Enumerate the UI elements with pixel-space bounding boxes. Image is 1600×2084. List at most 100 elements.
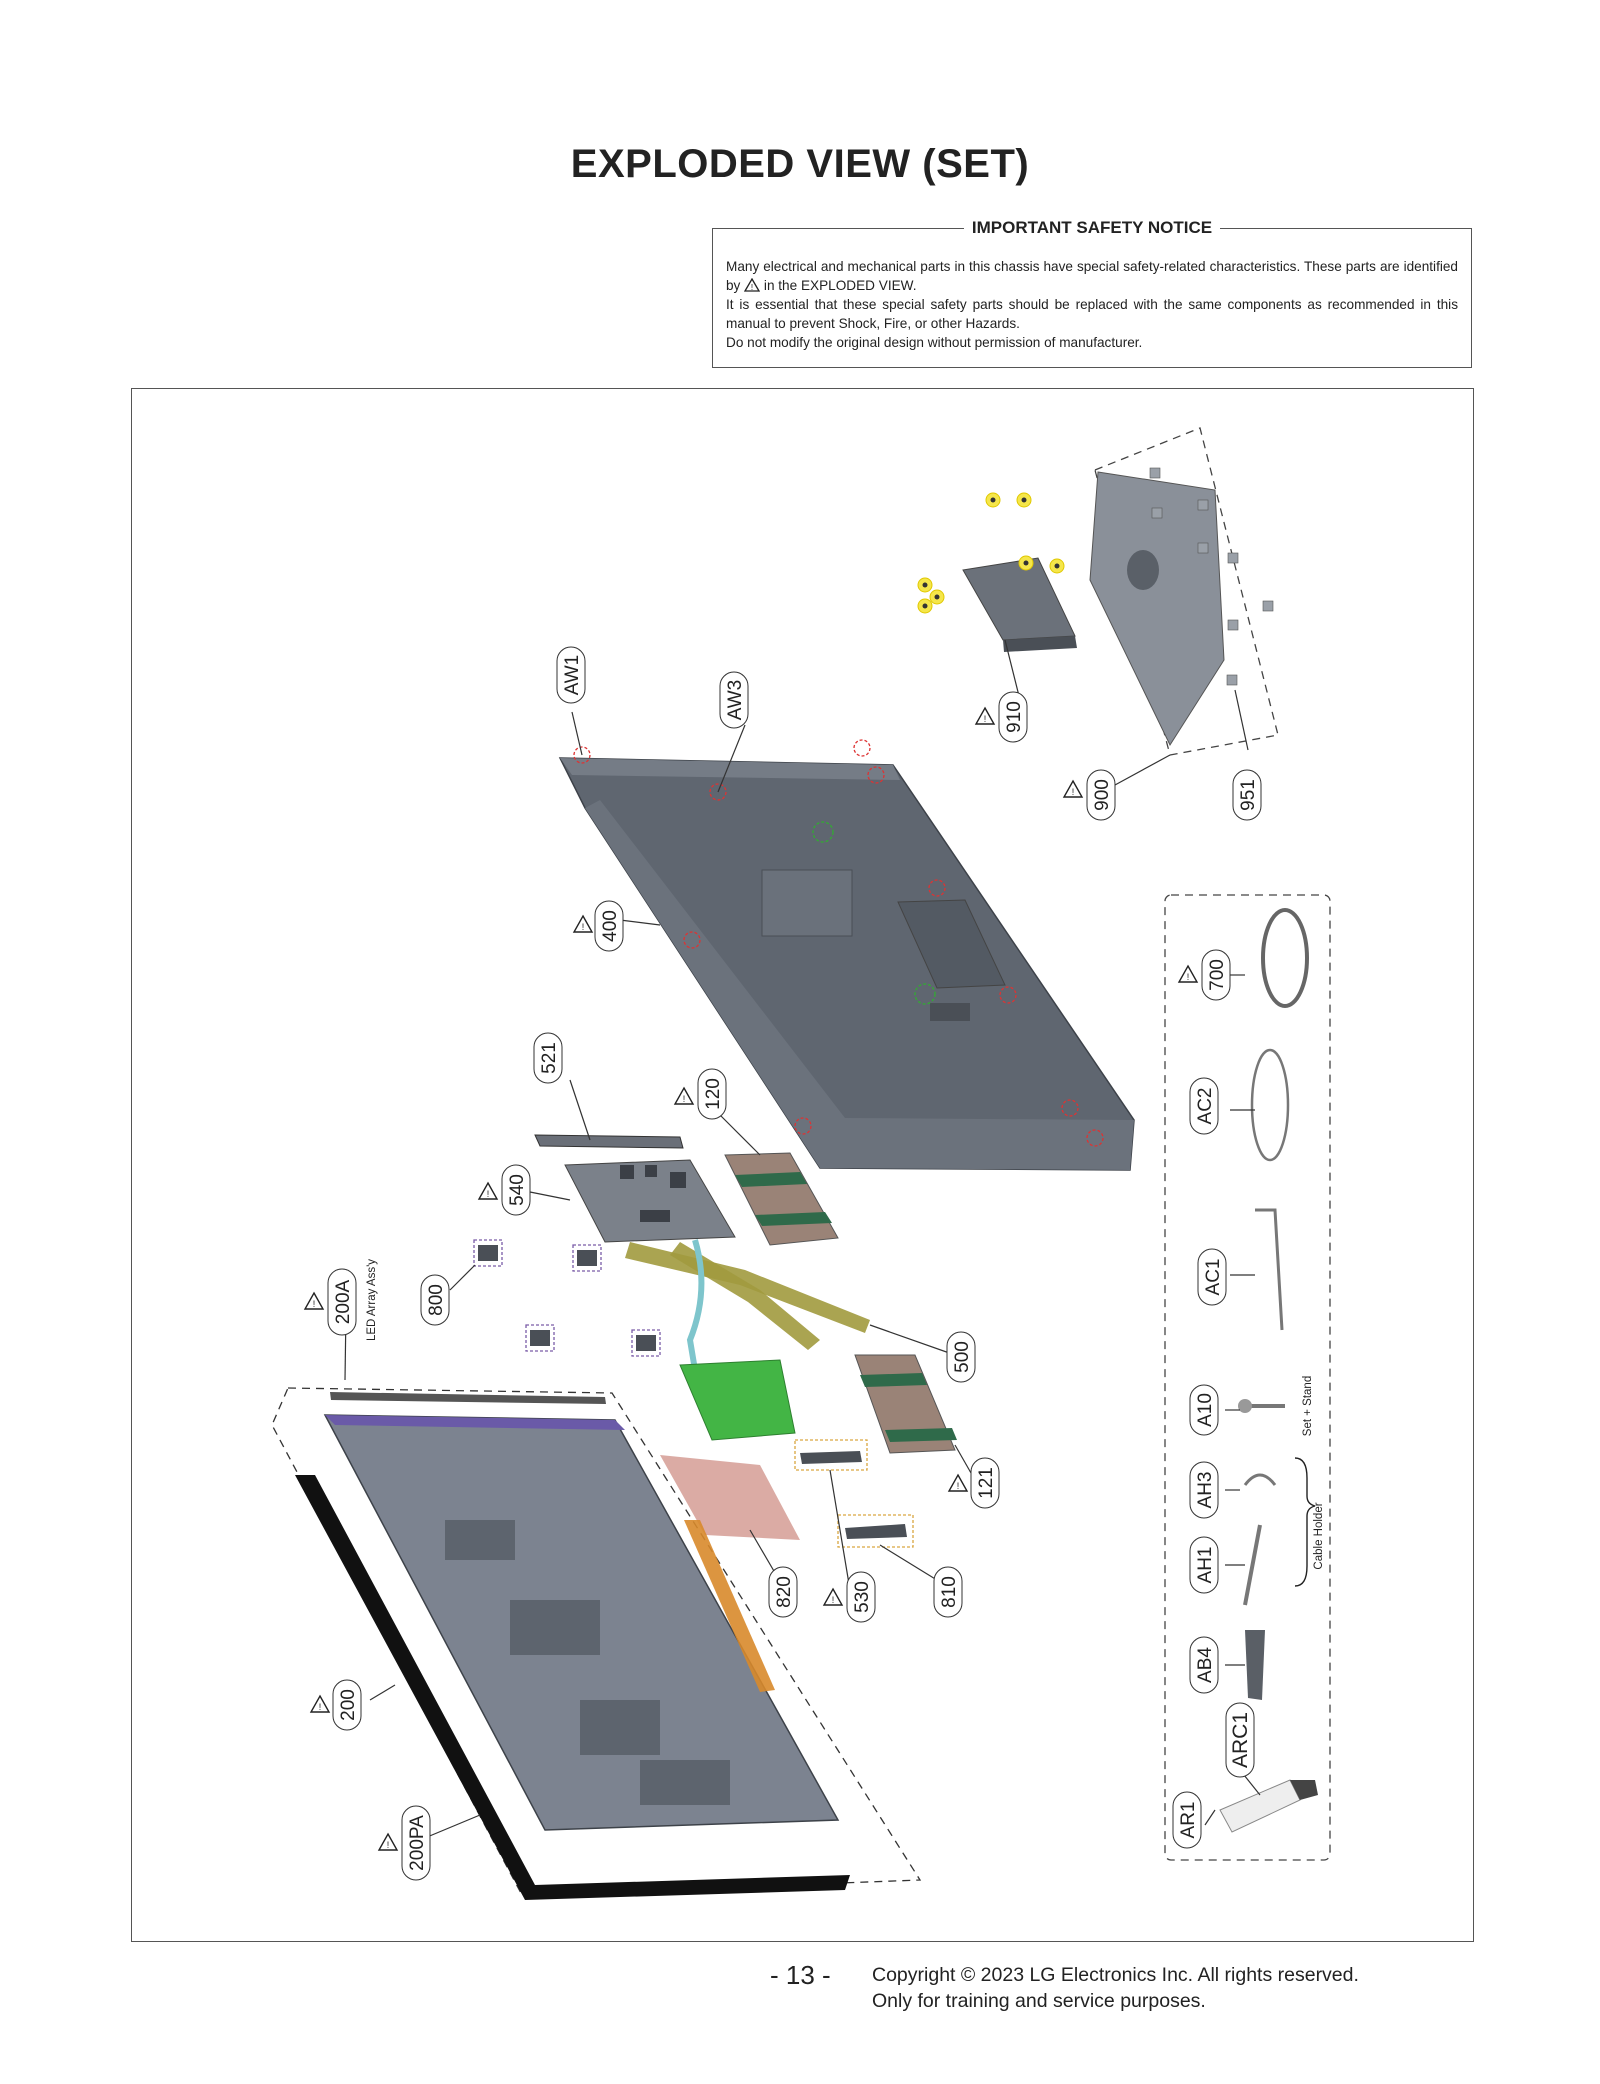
label-a10: A10 <box>1189 1384 1219 1436</box>
part-200a <box>330 1392 606 1404</box>
warning-400-icon <box>573 915 593 933</box>
copyright-line2: Only for training and service purposes. <box>872 1990 1206 2012</box>
svg-text:!: ! <box>751 283 753 292</box>
label-800: 800 <box>420 1274 450 1326</box>
label-900: 900 <box>1086 769 1116 821</box>
svg-text:AC1: AC1 <box>1203 1259 1224 1296</box>
svg-text:120: 120 <box>703 1078 724 1110</box>
copyright-line1: Copyright © 2023 LG Electronics Inc. All… <box>872 1964 1359 1986</box>
accessories-panel <box>1164 894 1331 1861</box>
svg-text:AH1: AH1 <box>1195 1547 1216 1584</box>
label-400: 400 <box>594 900 624 952</box>
svg-text:200A: 200A <box>333 1279 354 1324</box>
label-951: 951 <box>1232 769 1262 821</box>
svg-text:700: 700 <box>1207 959 1228 991</box>
safety-notice-body: Many electrical and mechanical parts in … <box>726 257 1458 352</box>
svg-text:500: 500 <box>952 1341 973 1373</box>
part-530 <box>679 1359 796 1441</box>
svg-text:200: 200 <box>338 1689 359 1721</box>
stand-base <box>1089 471 1225 747</box>
part-521 <box>534 1134 684 1149</box>
svg-text:Set + Stand: Set + Stand <box>1302 1376 1314 1436</box>
warning-triangle-icon: ! <box>744 278 761 292</box>
label-540: 540 <box>501 1164 531 1216</box>
svg-text:AR1: AR1 <box>1178 1802 1199 1839</box>
label-810: 810 <box>933 1566 963 1618</box>
part-ah3 <box>1243 1473 1277 1486</box>
part-ah1 <box>1243 1524 1262 1606</box>
svg-text:Cable Holder: Cable Holder <box>1313 1502 1325 1569</box>
page-number: - 13 - <box>770 1960 831 1990</box>
notice-line1a: Many electrical and mechanical parts in … <box>726 259 1458 293</box>
warning-700-icon <box>1178 965 1198 983</box>
label-200a: 200A <box>327 1268 357 1336</box>
label-ac2: AC2 <box>1189 1077 1219 1135</box>
label-ah1: AH1 <box>1189 1536 1219 1594</box>
svg-text:400: 400 <box>600 910 621 942</box>
part-ar1 <box>1219 1779 1301 1833</box>
safety-notice-box: IMPORTANT SAFETY NOTICE Many electrical … <box>712 218 1472 368</box>
label-ah3: AH3 <box>1189 1461 1219 1519</box>
svg-text:810: 810 <box>939 1576 960 1608</box>
svg-text:530: 530 <box>852 1581 873 1613</box>
svg-text:540: 540 <box>507 1174 528 1206</box>
label-ar1: AR1 <box>1172 1791 1202 1849</box>
stand-group <box>917 427 1279 756</box>
warning-910-icon <box>975 707 995 725</box>
label-700: 700 <box>1201 949 1231 1001</box>
svg-text:AH3: AH3 <box>1195 1472 1216 1509</box>
notice-line3: Do not modify the original design withou… <box>726 335 1143 350</box>
label-200pa: 200PA <box>401 1805 431 1881</box>
svg-text:800: 800 <box>426 1284 447 1316</box>
part-ab4 <box>1245 1630 1265 1700</box>
svg-text:ARC1: ARC1 <box>1229 1712 1252 1768</box>
display-module <box>271 1387 922 1900</box>
label-200a-desc: LED Array Ass'y <box>366 1259 378 1341</box>
svg-text:AW3: AW3 <box>725 680 746 720</box>
svg-text:910: 910 <box>1004 701 1025 733</box>
page-title: EXPLODED VIEW (SET) <box>570 142 1030 186</box>
warning-121-icon <box>948 1474 968 1492</box>
svg-text:521: 521 <box>539 1042 560 1074</box>
label-200: 200 <box>332 1679 362 1731</box>
svg-text:A10: A10 <box>1195 1393 1216 1427</box>
internal-parts <box>473 1134 957 1548</box>
part-540 <box>564 1159 736 1243</box>
safety-notice-heading: IMPORTANT SAFETY NOTICE <box>963 218 1221 237</box>
part-820 <box>660 1455 800 1540</box>
label-aw3: AW3 <box>719 671 749 729</box>
warning-540-icon <box>478 1182 498 1200</box>
exploded-view-frame <box>131 388 1474 1942</box>
label-530: 530 <box>846 1571 876 1623</box>
notice-line2: It is essential that these special safet… <box>726 297 1458 331</box>
label-500: 500 <box>946 1331 976 1383</box>
svg-text:200PA: 200PA <box>407 1815 428 1871</box>
svg-text:121: 121 <box>976 1467 997 1499</box>
warning-120-icon <box>674 1087 694 1105</box>
label-arc1: ARC1 <box>1225 1702 1255 1778</box>
part-ac1 <box>1255 1208 1284 1331</box>
label-cable-holder: Cable Holder <box>1313 1502 1325 1569</box>
copyright: Copyright © 2023 LG Electronics Inc. All… <box>872 1962 1359 2014</box>
part-ac2 <box>1250 1048 1290 1162</box>
svg-text:LED Array Ass'y: LED Array Ass'y <box>366 1259 378 1341</box>
warning-200pa-icon <box>378 1833 398 1851</box>
label-521: 521 <box>533 1032 563 1084</box>
svg-text:820: 820 <box>774 1576 795 1608</box>
svg-text:AB4: AB4 <box>1195 1647 1216 1683</box>
label-ab4: AB4 <box>1189 1636 1219 1694</box>
label-ac1: AC1 <box>1197 1248 1227 1306</box>
warning-200a-icon <box>304 1292 324 1310</box>
warning-530-icon <box>823 1588 843 1606</box>
svg-text:900: 900 <box>1092 779 1113 811</box>
back-cover <box>558 739 1135 1171</box>
label-120: 120 <box>697 1068 727 1120</box>
warning-200-icon <box>310 1695 330 1713</box>
svg-text:951: 951 <box>1238 779 1259 811</box>
label-a10-desc: Set + Stand <box>1302 1376 1314 1436</box>
notice-line1b: in the EXPLODED VIEW. <box>763 278 917 293</box>
label-820: 820 <box>768 1566 798 1618</box>
label-121: 121 <box>970 1457 1000 1509</box>
warning-900-icon <box>1063 780 1083 798</box>
